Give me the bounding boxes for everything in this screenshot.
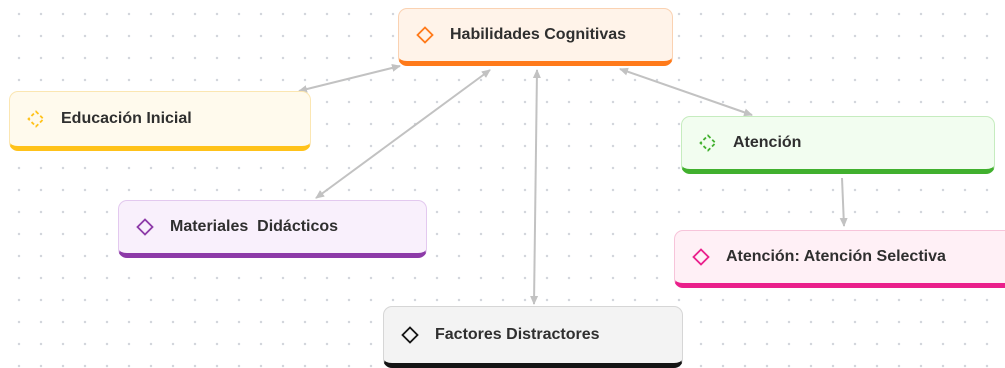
- diamond-icon: [414, 24, 436, 46]
- diamond-icon: [690, 246, 712, 268]
- edge-habilidades-atencion: [619, 67, 753, 117]
- node-label: Materiales Didácticos: [170, 218, 339, 235]
- node-educacion-inicial[interactable]: Educación Inicial: [9, 91, 311, 151]
- node-factores-distractores[interactable]: Factores Distractores: [383, 306, 683, 368]
- diamond-icon: [399, 324, 421, 346]
- node-materiales-didacticos[interactable]: Materiales Didácticos: [118, 200, 427, 258]
- node-label: Educación Inicial: [61, 110, 192, 127]
- node-atencion-selectiva[interactable]: Atención: Atención Selectiva: [674, 230, 1005, 288]
- diamond-icon: [134, 216, 156, 238]
- edge-atencion-atencion-selectiva: [839, 177, 848, 227]
- node-label: Atención: [733, 134, 802, 151]
- edge-habilidades-factores: [530, 69, 541, 305]
- node-habilidades-cognitivas[interactable]: Habilidades Cognitivas: [398, 8, 673, 66]
- node-atencion[interactable]: Atención: [681, 116, 995, 174]
- dashed-diamond-icon: [25, 108, 47, 130]
- node-label: Habilidades Cognitivas: [450, 26, 627, 43]
- node-label: Factores Distractores: [435, 326, 600, 343]
- node-label: Atención: Atención Selectiva: [726, 248, 946, 265]
- edge-habilidades-educacion: [298, 64, 401, 93]
- edge-habilidades-materiales: [315, 69, 491, 199]
- dashed-diamond-icon: [697, 132, 719, 154]
